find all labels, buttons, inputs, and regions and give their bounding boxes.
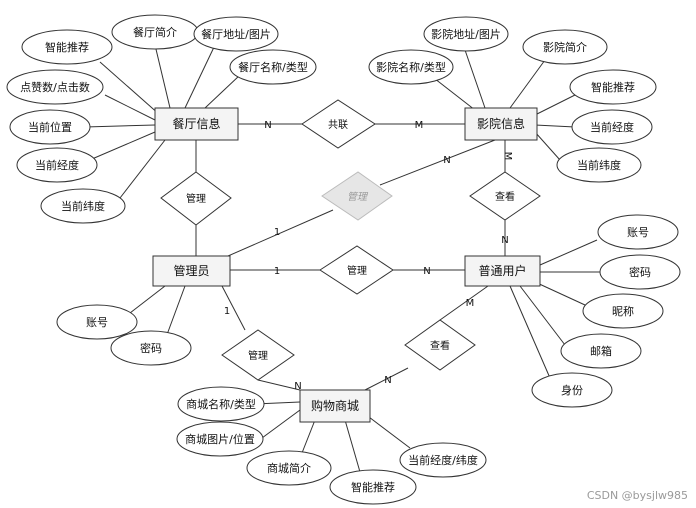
- attr-restaurant-name[interactable]: 餐厅名称/类型: [229, 49, 317, 85]
- rel-view-cinema[interactable]: 查看: [469, 171, 541, 221]
- card-admin-manage-user: 1: [274, 266, 280, 277]
- attr-cinema-longitude[interactable]: 当前经度: [571, 109, 653, 145]
- rel-manage-mall[interactable]: 管理: [221, 329, 295, 381]
- entity-user-label: 普通用户: [478, 263, 526, 278]
- rel-manage-restaurant-label: 管理: [186, 192, 206, 205]
- entity-user[interactable]: 普通用户: [464, 255, 541, 287]
- rel-view-mall-label: 查看: [430, 339, 450, 352]
- card-user-view-mall: M: [466, 298, 475, 309]
- attr-mall-name[interactable]: 商城名称/类型: [177, 386, 265, 422]
- attr-restaurant-latitude[interactable]: 当前纬度: [40, 188, 126, 224]
- card-cinema-manage: N: [443, 155, 450, 166]
- attr-mall-image-label: 商城图片/位置: [185, 432, 255, 446]
- attr-user-email-label: 邮箱: [590, 344, 612, 358]
- attr-cinema-recommend[interactable]: 智能推荐: [569, 69, 657, 105]
- entity-restaurant[interactable]: 餐厅信息: [154, 107, 239, 141]
- attr-mall-recommend[interactable]: 智能推荐: [329, 469, 417, 505]
- attr-user-nickname[interactable]: 昵称: [582, 293, 664, 329]
- attr-cinema-intro-label: 影院简介: [543, 40, 587, 54]
- rel-manage-restaurant[interactable]: 管理: [160, 171, 232, 226]
- attr-cinema-intro[interactable]: 影院简介: [522, 29, 608, 65]
- card-mall-view: N: [384, 375, 391, 386]
- card-user-manage: N: [423, 266, 430, 277]
- rel-shared[interactable]: 共联: [301, 99, 376, 149]
- attr-mall-geo-label: 当前经度/纬度: [408, 453, 478, 467]
- attr-cinema-name[interactable]: 影院名称/类型: [368, 49, 454, 85]
- rel-view-cinema-label: 查看: [495, 190, 515, 203]
- attr-user-password-label: 密码: [629, 265, 651, 279]
- attr-cinema-longitude-label: 当前经度: [590, 120, 634, 134]
- card-shared-cinema: M: [415, 120, 424, 131]
- attr-user-account-label: 账号: [627, 226, 649, 239]
- attr-restaurant-likes-label: 点赞数/点击数: [20, 81, 90, 94]
- rel-shared-label: 共联: [328, 119, 348, 131]
- attr-restaurant-intro-label: 餐厅简介: [133, 25, 177, 39]
- rel-manage-mall-label: 管理: [248, 349, 268, 362]
- attr-user-account[interactable]: 账号: [597, 214, 679, 250]
- entity-mall-label: 购物商城: [311, 398, 359, 413]
- attr-mall-image[interactable]: 商城图片/位置: [176, 421, 264, 457]
- attr-cinema-name-label: 影院名称/类型: [376, 60, 446, 74]
- attr-restaurant-location-label: 当前位置: [28, 120, 72, 134]
- entity-restaurant-label: 餐厅信息: [172, 116, 220, 131]
- rel-manage-cinema[interactable]: 管理: [321, 171, 393, 221]
- attr-admin-account-label: 账号: [86, 316, 108, 329]
- entity-mall[interactable]: 购物商城: [299, 389, 371, 423]
- attr-user-nickname-label: 昵称: [612, 304, 634, 318]
- attr-mall-intro[interactable]: 商城简介: [246, 450, 332, 486]
- entity-cinema-label: 影院信息: [477, 116, 525, 131]
- attr-restaurant-likes[interactable]: 点赞数/点击数: [6, 69, 104, 105]
- attr-restaurant-longitude[interactable]: 当前经度: [16, 147, 98, 183]
- entity-admin-label: 管理员: [173, 263, 209, 278]
- attr-restaurant-name-label: 餐厅名称/类型: [238, 60, 308, 74]
- card-mall-manage: N: [294, 381, 301, 392]
- attr-mall-name-label: 商城名称/类型: [186, 397, 256, 411]
- cardinality-labels: N M N M N 1 1 N 1 N M N: [224, 120, 513, 392]
- attr-mall-recommend-label: 智能推荐: [351, 480, 395, 494]
- attr-restaurant-location[interactable]: 当前位置: [9, 109, 91, 145]
- attr-admin-password-label: 密码: [140, 341, 162, 355]
- rel-manage-cinema-label: 管理: [347, 191, 369, 203]
- rel-manage-user[interactable]: 管理: [319, 245, 394, 295]
- attr-restaurant-intro[interactable]: 餐厅简介: [111, 14, 199, 50]
- entity-admin[interactable]: 管理员: [152, 255, 231, 287]
- attr-admin-account[interactable]: 账号: [56, 304, 138, 340]
- attr-cinema-latitude-label: 当前纬度: [577, 158, 621, 172]
- attr-cinema-recommend-label: 智能推荐: [591, 80, 635, 94]
- card-admin-manage-cinema: 1: [274, 227, 280, 238]
- attr-cinema-latitude[interactable]: 当前纬度: [556, 147, 642, 183]
- attr-cinema-address[interactable]: 影院地址/图片: [423, 16, 509, 52]
- attr-user-password[interactable]: 密码: [599, 254, 681, 290]
- attr-cinema-address-label: 影院地址/图片: [431, 27, 501, 41]
- attr-mall-intro-label: 商城简介: [267, 461, 311, 475]
- card-shared-restaurant: N: [264, 120, 271, 131]
- attr-restaurant-address[interactable]: 餐厅地址/图片: [193, 16, 279, 52]
- attr-mall-geo[interactable]: 当前经度/纬度: [399, 442, 487, 478]
- card-cinema-view: M: [502, 152, 513, 161]
- attr-user-email[interactable]: 邮箱: [560, 333, 642, 369]
- attr-user-role-label: 身份: [561, 383, 583, 397]
- attr-restaurant-address-label: 餐厅地址/图片: [201, 27, 271, 41]
- card-user-view-cinema: N: [501, 235, 508, 246]
- rel-manage-user-label: 管理: [347, 264, 367, 277]
- attr-admin-password[interactable]: 密码: [110, 330, 192, 366]
- attr-restaurant-latitude-label: 当前纬度: [61, 199, 105, 213]
- attr-restaurant-recommend-label: 智能推荐: [45, 40, 89, 54]
- card-admin-manage-mall: 1: [224, 306, 230, 317]
- attr-restaurant-recommend[interactable]: 智能推荐: [21, 29, 113, 65]
- watermark: CSDN @bysjlw985: [587, 489, 688, 502]
- rel-view-mall[interactable]: 查看: [404, 319, 476, 371]
- attr-user-role[interactable]: 身份: [531, 372, 613, 408]
- entity-cinema[interactable]: 影院信息: [464, 107, 538, 141]
- attr-restaurant-longitude-label: 当前经度: [35, 158, 79, 172]
